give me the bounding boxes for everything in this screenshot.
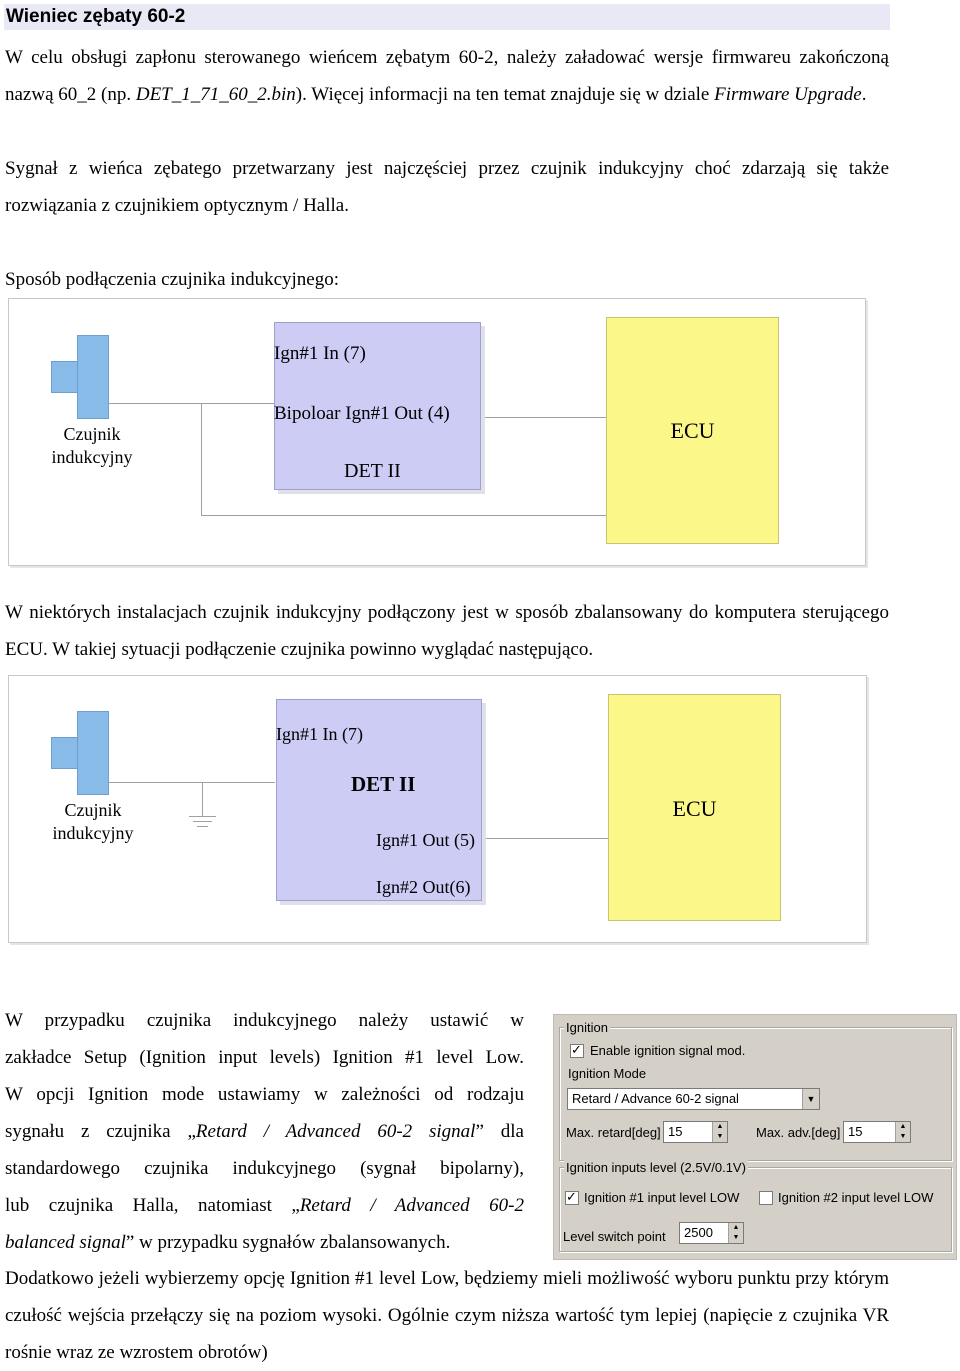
page-title: Wieniec zębaty 60-2 (4, 4, 890, 30)
max-adv-input[interactable]: 15 ▲▼ (843, 1121, 911, 1143)
ignition-group (559, 1027, 952, 1161)
ign2-low-checkbox[interactable] (759, 1191, 773, 1205)
det-module (276, 699, 482, 901)
wire-drop (201, 403, 202, 515)
det-module (274, 322, 481, 490)
wire-return (201, 515, 606, 516)
ecu-label: ECU (670, 418, 715, 443)
ign1-low-checkbox[interactable] (565, 1189, 579, 1205)
section1-label: Sposób podłączenia czujnika indukcyjnego… (5, 269, 339, 290)
ign2-out-label: Ign#2 Out(6) (376, 877, 471, 897)
ground-symbol-bottom (197, 826, 208, 827)
ground-symbol-mid (193, 821, 212, 822)
wire-ground-drop (202, 782, 203, 816)
ign1-low-label: Ignition #1 input level LOW (584, 1190, 740, 1205)
enable-ignition-label: Enable ignition signal mod. (590, 1043, 746, 1058)
side-line-1: W przypadku czujnika indukcyjnego należy… (5, 1010, 524, 1031)
ign1-in-label: Ign#1 In (7) (274, 343, 366, 364)
ecu-block: ECU (606, 317, 779, 544)
wire-signal-in (109, 782, 275, 783)
ignition-mode-select[interactable]: Retard / Advance 60-2 signal ▼ (567, 1088, 820, 1110)
ign1-out-label: Ign#1 Out (5) (376, 830, 475, 850)
side-line-3: W opcji Ignition mode ustawiamy w zależn… (5, 1084, 524, 1105)
max-retard-input[interactable]: 15 ▲▼ (663, 1121, 728, 1143)
side-line-6: lub czujnika Halla, natomiast „Retard / … (5, 1195, 524, 1216)
level-switch-input[interactable]: 2500 ▲▼ (679, 1222, 744, 1244)
ignition-group-title: Ignition (564, 1020, 610, 1035)
sensor-icon (77, 335, 109, 419)
ecu-label: ECU (672, 796, 717, 821)
bipolar-out-label: Bipoloar Ign#1 Out (4) (274, 403, 450, 424)
ignition-settings-panel: Ignition Enable ignition signal mod. Ign… (553, 1014, 957, 1260)
enable-ignition-checkbox[interactable] (570, 1042, 584, 1058)
max-adv-label: Max. adv.[deg] (756, 1125, 841, 1140)
ign2-low-label: Ignition #2 input level LOW (778, 1190, 934, 1205)
inputs-level-group (559, 1167, 952, 1252)
sensor-icon (77, 711, 109, 795)
det-label: DET II (344, 460, 401, 482)
side-line-4: sygnału z czujnika „Retard / Advanced 60… (5, 1121, 524, 1142)
spinner-arrows-icon[interactable]: ▲▼ (895, 1122, 910, 1142)
balanced-description: W niektórych instalacjach czujnik indukc… (5, 602, 889, 660)
ignition-mode-label: Ignition Mode (568, 1066, 647, 1081)
spinner-arrows-icon[interactable]: ▲▼ (728, 1223, 743, 1243)
ign1-in-label: Ign#1 In (7) (276, 724, 363, 744)
sensor-body (51, 737, 79, 769)
sensor-body (51, 361, 79, 393)
intro-paragraph-1: W celu obsługi zapłonu sterowanego wieńc… (5, 47, 889, 105)
spinner-arrows-icon[interactable]: ▲▼ (712, 1122, 727, 1142)
firmware-filename: DET_1_71_60_2.bin (135, 84, 296, 105)
ground-symbol-top (189, 816, 216, 817)
chevron-down-icon[interactable]: ▼ (802, 1089, 819, 1109)
inputs-level-group-title: Ignition inputs level (2.5V/0.1V) (564, 1160, 748, 1175)
wire-out-to-ecu (482, 838, 608, 839)
wire-out-to-ecu (480, 417, 606, 418)
side-line-2: zakładce Setup (Ignition input levels) I… (5, 1047, 524, 1068)
max-retard-label: Max. retard[deg] (566, 1125, 661, 1140)
det-label: DET II (351, 772, 416, 796)
side-line-7: balanced signal” w przypadku sygnałów zb… (5, 1232, 451, 1253)
intro-paragraph-2: Sygnał z wieńca zębatego przetwarzany je… (5, 158, 889, 216)
ecu-block: ECU (608, 694, 781, 921)
wire-signal-in (108, 403, 274, 404)
level-switch-label: Level switch point (563, 1229, 666, 1244)
footer-paragraph: Dodatkowo jeżeli wybierzemy opcję Igniti… (5, 1268, 889, 1363)
side-line-5: standardowego czujnika indukcyjnego (syg… (5, 1158, 524, 1179)
firmware-upgrade-link[interactable]: Firmware Upgrade (714, 84, 862, 105)
